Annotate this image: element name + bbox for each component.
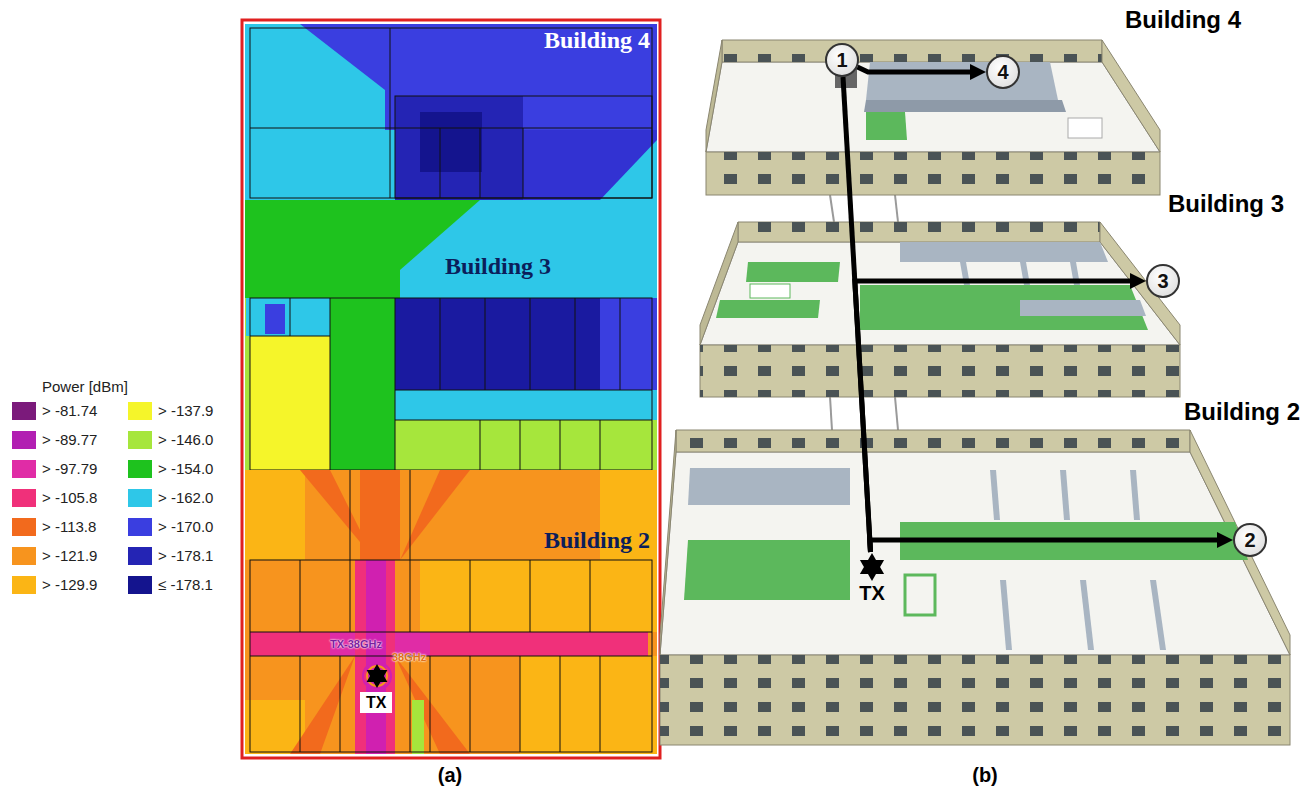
legend-swatch — [128, 489, 152, 507]
route-arrow — [855, 273, 1146, 552]
building-label: Building 2 — [1184, 398, 1300, 426]
panel-label: (a) — [438, 764, 462, 787]
legend-swatch — [12, 518, 36, 536]
building-label: Building 3 — [1168, 190, 1284, 218]
building-model — [660, 40, 1290, 745]
arrow-head — [1217, 532, 1233, 548]
tag-text: TX — [366, 693, 386, 712]
legend-swatch — [12, 402, 36, 420]
region-label: Building 2 — [544, 527, 650, 555]
legend-swatch — [128, 576, 152, 594]
region-label: Building 4 — [544, 27, 650, 55]
legend-swatch — [12, 431, 36, 449]
star-symbol — [857, 552, 887, 582]
arrow-head — [1130, 273, 1146, 289]
legend-swatch — [128, 518, 152, 536]
route-line — [855, 281, 1132, 552]
legend-text: > -89.77 — [42, 431, 97, 449]
arrow-head — [970, 64, 986, 80]
legend-swatch — [12, 576, 36, 594]
legend-text: > -113.8 — [42, 518, 96, 536]
heatmap — [242, 20, 660, 758]
legend-swatch — [128, 431, 152, 449]
callout-number: 4 — [997, 62, 1008, 82]
callout-circle: 1 — [825, 43, 859, 77]
route-line — [870, 540, 1219, 552]
building-label: Building 4 — [1125, 6, 1241, 34]
legend-text: > -121.9 — [42, 547, 97, 565]
callout-number: 3 — [1157, 271, 1168, 291]
legend-title: Power [dBm] — [42, 378, 128, 395]
transmitter-tag: TX — [360, 692, 392, 713]
region-label: Building 3 — [445, 253, 551, 281]
legend-text: ≤ -178.1 — [158, 576, 213, 594]
legend-swatch — [128, 460, 152, 478]
legend-text: > -97.79 — [42, 460, 97, 478]
antenna-label: TX-38GHz — [330, 638, 382, 651]
callout-circle: 3 — [1146, 264, 1180, 298]
route-line — [857, 67, 972, 72]
transmitter-node: TX — [857, 552, 887, 604]
callout-number: 1 — [836, 50, 847, 70]
antenna-label: 38GHz — [392, 651, 426, 664]
legend-swatch — [128, 547, 152, 565]
legend-swatch — [128, 402, 152, 420]
callout-circle: 4 — [986, 55, 1020, 89]
callout-circle: 2 — [1233, 523, 1267, 557]
legend-text: > -178.1 — [158, 547, 213, 565]
legend-swatch — [12, 489, 36, 507]
legend-text: > -154.0 — [158, 460, 213, 478]
legend-text: > -81.74 — [42, 402, 97, 420]
transmitter-label: TX — [859, 582, 885, 604]
legend-text: > -137.9 — [158, 402, 213, 420]
panel-label: (b) — [972, 764, 998, 787]
legend-text: > -170.0 — [158, 518, 213, 536]
legend-text: > -162.0 — [158, 489, 213, 507]
legend-text: > -146.0 — [158, 431, 213, 449]
legend-text: > -129.9 — [42, 576, 97, 594]
callout-number: 2 — [1244, 530, 1255, 550]
legend-swatch — [12, 547, 36, 565]
legend-text: > -105.8 — [42, 489, 97, 507]
route-arrow — [857, 64, 986, 80]
legend-swatch — [12, 460, 36, 478]
route-arrow — [870, 532, 1233, 552]
